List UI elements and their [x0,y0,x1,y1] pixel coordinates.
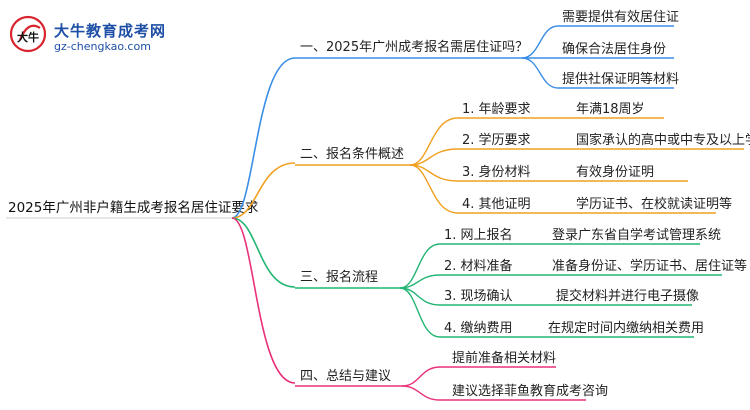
branch-3-item-value: 准备身份证、学历证书、居住证等 [552,258,747,274]
branch-3-item-label: 1. 网上报名 [444,227,513,243]
branch-2-item-label: 3. 身份材料 [462,164,531,180]
branch-2-item-value: 年满18周岁 [576,102,645,117]
branch-1: 一、2025年广州成考报名需居住证吗？ 需要提供有效居住证 确保合法居住身份 提… [295,9,679,89]
branch-2-item-value: 有效身份证明 [576,164,654,180]
logo-emblem-text: 大牛 [17,30,39,44]
branch-4-leaf: 建议选择菲鱼教育成考咨询 [452,383,608,399]
branch-3-item-value: 登录广东省自学考试管理系统 [552,227,721,243]
branch-2-item-label: 1. 年龄要求 [462,102,531,117]
branch-4-label: 四、总结与建议 [300,369,391,384]
branch-2-item-label: 4. 其他证明 [462,197,531,212]
logo-emblem-icon: 大牛 [9,15,47,53]
branch-1-leaf: 需要提供有效居住证 [562,9,679,25]
branch-4: 四、总结与建议 提前准备相关材料 建议选择菲鱼教育成考咨询 [295,350,608,401]
branch-connectors [231,57,296,384]
branch-2: 二、报名条件概述 1. 年龄要求 年满18周岁 2. 学历要求 国家承认的高中或… [295,102,750,214]
logo-url[interactable]: gz-chengkao.com [54,40,151,53]
branch-3-label: 三、报名流程 [300,269,378,285]
root-topic: 2025年广州非户籍生成考报名居住证要求 [8,199,259,216]
branch-2-item-value: 国家承认的高中或中专及以上学历 [576,132,750,148]
branch-3: 三、报名流程 1. 网上报名 登录广东省自学考试管理系统 2. 材料准备 准备身… [295,227,747,338]
branch-2-item-value: 学历证书、在校就读证明等 [576,196,732,212]
branch-1-leaf: 确保合法居住身份 [562,41,666,57]
logo-title: 大牛教育成考网 [54,22,167,40]
branch-3-item-label: 2. 材料准备 [444,258,513,274]
branch-3-item-value: 在规定时间内缴纳相关费用 [548,320,704,336]
branch-4-leaf: 提前准备相关材料 [452,350,556,366]
branch-3-item-label: 3. 现场确认 [444,289,513,304]
branch-1-leaf: 提供社保证明等材料 [562,71,679,87]
branch-1-label: 一、2025年广州成考报名需居住证吗？ [300,39,528,55]
branch-3-item-value: 提交材料并进行电子摄像 [556,288,699,304]
branch-2-label: 二、报名条件概述 [300,146,404,162]
branch-3-item-label: 4. 缴纳费用 [444,321,513,336]
site-logo[interactable]: 大牛 大牛教育成考网 gz-chengkao.com [8,14,178,54]
branch-2-item-label: 2. 学历要求 [462,132,531,148]
